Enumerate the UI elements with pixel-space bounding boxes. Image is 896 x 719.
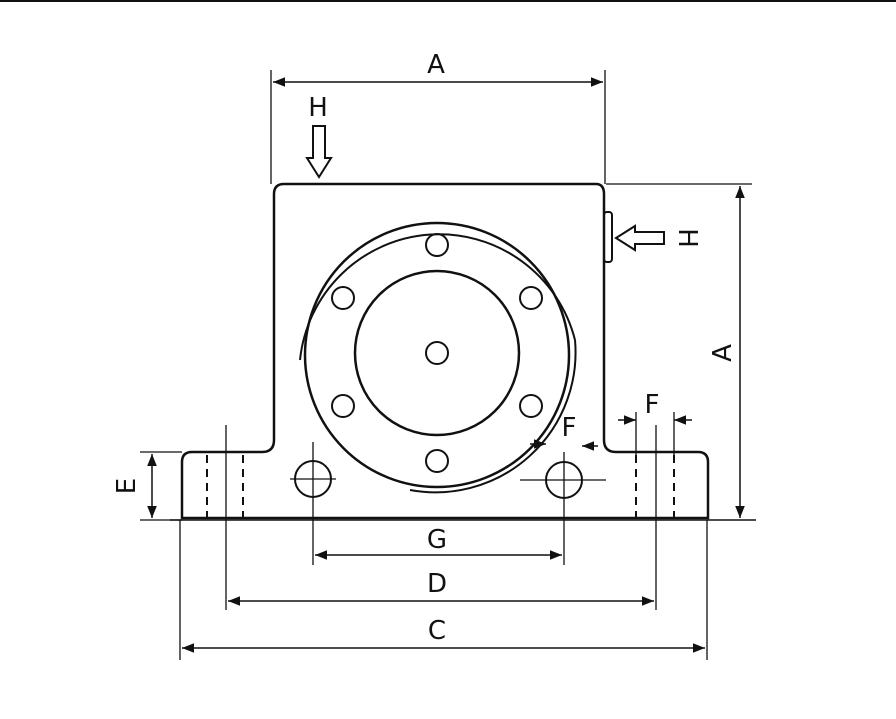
label-g: G	[427, 525, 447, 555]
bolt-hole	[519, 286, 543, 310]
center-bolt	[425, 341, 449, 365]
bolt-hole	[425, 449, 449, 473]
label-h-top: H	[308, 93, 328, 123]
label-f-center: F	[562, 413, 577, 443]
inner-cover-circle	[353, 269, 521, 437]
label-a-right: A	[708, 344, 738, 362]
outer-housing-circle	[303, 221, 571, 489]
bolt-hole	[425, 233, 449, 257]
label-f-right: F	[645, 390, 660, 420]
bolt-hole	[331, 286, 355, 310]
h-arrow-left-icon	[614, 224, 665, 252]
body-outline	[180, 182, 710, 520]
bolt-hole	[331, 394, 355, 418]
air-inlet-fitting	[603, 211, 613, 263]
hole-centerlines	[290, 442, 606, 565]
outer-rim-arc-lower	[409, 339, 577, 494]
label-a-top: A	[427, 50, 445, 80]
h-arrow-down-icon	[305, 125, 333, 179]
bolt-hole	[519, 394, 543, 418]
left-slot	[206, 455, 244, 518]
label-d: D	[427, 569, 447, 599]
right-slot	[635, 455, 675, 518]
label-c: C	[428, 616, 446, 646]
bolt-holes	[331, 233, 543, 473]
label-e: E	[112, 478, 142, 494]
label-h-right: H	[672, 228, 702, 248]
outer-rim-arc	[299, 233, 576, 361]
